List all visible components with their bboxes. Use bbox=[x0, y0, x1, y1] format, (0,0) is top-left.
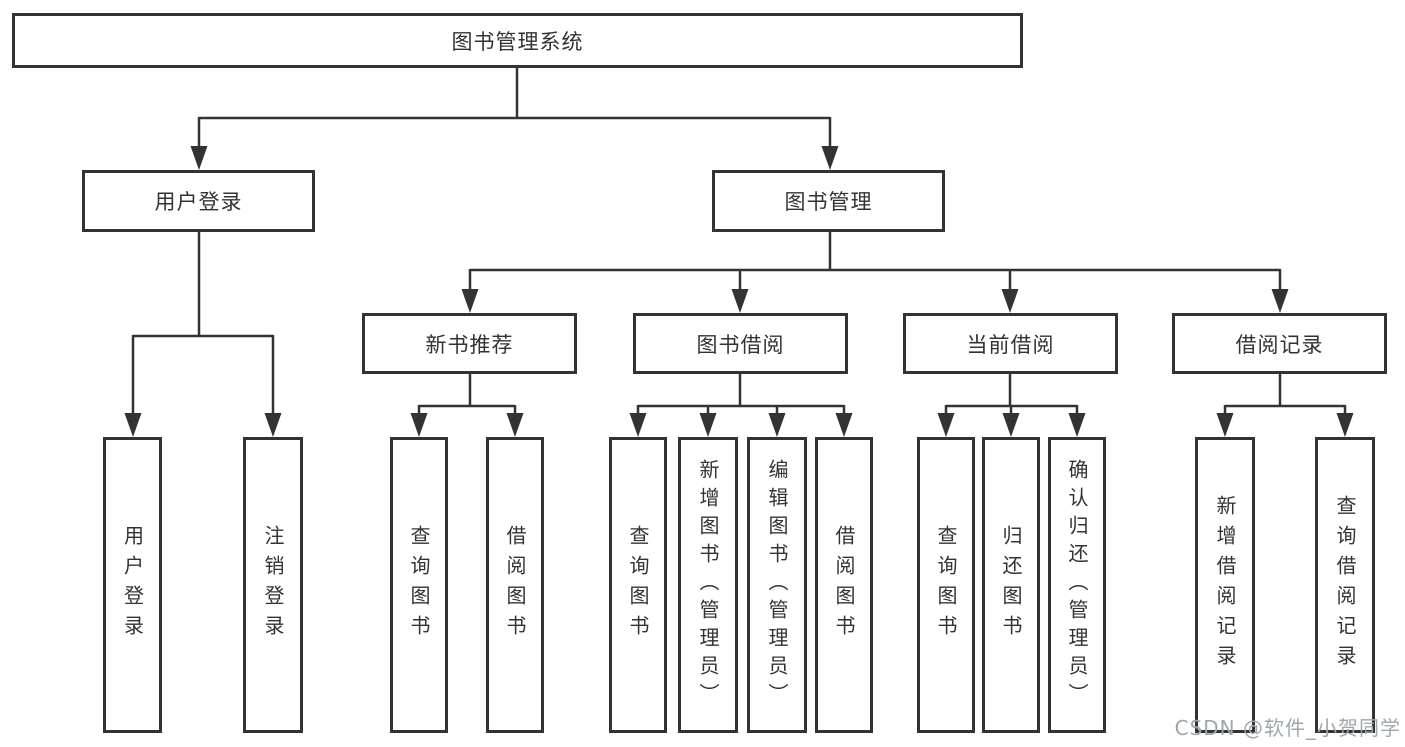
node-label: 编辑图书（管理员） bbox=[765, 459, 789, 711]
node-label: 查询图书 bbox=[626, 525, 650, 645]
leaf-confirm-return-admin: 确认归还（管理员） bbox=[1048, 437, 1106, 733]
node-label: 当前借阅 bbox=[966, 332, 1055, 357]
node-system-root: 图书管理系统 bbox=[12, 13, 1023, 68]
node-label: 归还图书 bbox=[999, 525, 1023, 645]
node-label: 注销登录 bbox=[261, 525, 285, 645]
node-current-borrow: 当前借阅 bbox=[903, 313, 1118, 374]
node-label: 用户登录 bbox=[154, 190, 243, 214]
csdn-watermark: CSDN @软件_小贺同学 bbox=[1174, 716, 1401, 740]
node-borrow-records: 借阅记录 bbox=[1172, 313, 1387, 374]
node-book-borrow: 图书借阅 bbox=[633, 313, 848, 374]
leaf-query-books-2: 查询图书 bbox=[609, 437, 667, 733]
leaf-return-books: 归还图书 bbox=[982, 437, 1040, 733]
leaf-borrow-books-2: 借阅图书 bbox=[815, 437, 873, 733]
arrowheads bbox=[124, 146, 1354, 437]
node-label: 新书推荐 bbox=[425, 332, 514, 357]
node-label: 图书管理系统 bbox=[451, 29, 584, 54]
leaf-user-login: 用户登录 bbox=[103, 437, 162, 733]
node-label: 查询借阅记录 bbox=[1333, 495, 1357, 675]
leaf-query-books-3: 查询图书 bbox=[917, 437, 975, 733]
node-label: 查询图书 bbox=[934, 525, 958, 645]
node-label: 借阅记录 bbox=[1235, 332, 1324, 357]
leaf-query-borrow-record: 查询借阅记录 bbox=[1315, 437, 1375, 733]
node-book-management-branch: 图书管理 bbox=[712, 170, 945, 232]
leaf-logout: 注销登录 bbox=[243, 437, 303, 733]
leaf-edit-books-admin: 编辑图书（管理员） bbox=[747, 437, 807, 733]
leaf-add-borrow-record: 新增借阅记录 bbox=[1195, 437, 1255, 733]
node-label: 图书管理 bbox=[784, 190, 873, 214]
node-label: 新增借阅记录 bbox=[1213, 495, 1237, 675]
node-label: 查询图书 bbox=[407, 525, 431, 645]
node-label: 用户登录 bbox=[120, 525, 145, 645]
leaf-query-books-1: 查询图书 bbox=[390, 437, 448, 733]
node-label: 新增图书（管理员） bbox=[696, 459, 720, 711]
node-label: 图书借阅 bbox=[696, 332, 785, 357]
node-user-login-branch: 用户登录 bbox=[82, 170, 315, 232]
leaf-add-books-admin: 新增图书（管理员） bbox=[678, 437, 738, 733]
node-label: 确认归还（管理员） bbox=[1065, 459, 1089, 711]
node-new-book-recommend: 新书推荐 bbox=[362, 313, 577, 374]
node-label: 借阅图书 bbox=[832, 525, 856, 645]
leaf-borrow-books-1: 借阅图书 bbox=[486, 437, 544, 733]
node-label: 借阅图书 bbox=[503, 525, 527, 645]
